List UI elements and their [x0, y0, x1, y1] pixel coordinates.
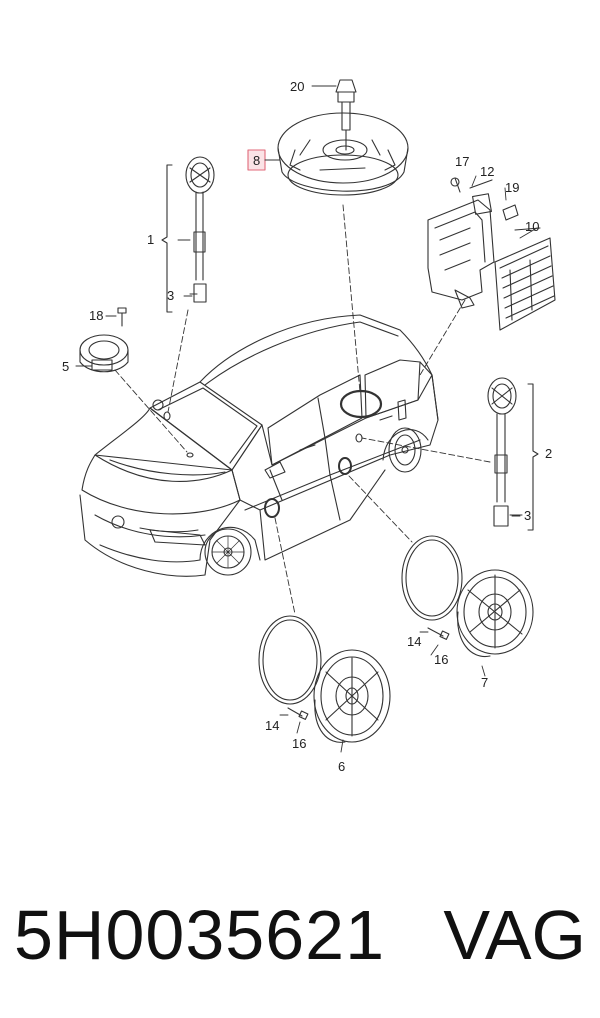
- callout-18: 18: [89, 308, 103, 323]
- door-speaker-mount-rear: [338, 457, 352, 475]
- gasket-ring-14-b: [258, 615, 322, 705]
- callout-10: 10: [525, 219, 539, 234]
- callout-5: 5: [62, 359, 69, 374]
- callout-1: 1: [147, 232, 154, 247]
- car-body: [79, 314, 439, 577]
- subwoofer-mount-outline: [339, 389, 383, 419]
- mid-speaker-5: [75, 334, 129, 373]
- subwoofer-unit: [277, 79, 409, 196]
- callout-14-right: 14: [407, 634, 421, 649]
- callout-3-right: 3: [524, 508, 531, 523]
- door-speaker-mount-front: [264, 498, 280, 518]
- part-number: 5H0035621: [14, 896, 385, 974]
- callout-12: 12: [480, 164, 494, 179]
- callout-14-left: 14: [265, 718, 279, 733]
- callout-16-left: 16: [292, 736, 306, 751]
- callout-20: 20: [290, 79, 304, 94]
- audio-system-exploded-diagram: 20 8 17 12 19 10 1 3 18 5 2 3 14 16 7 14…: [62, 79, 556, 774]
- bracket-1: [161, 164, 173, 313]
- callout-19: 19: [505, 180, 519, 195]
- callout-17: 17: [455, 154, 469, 169]
- door-speaker-7: [456, 569, 534, 658]
- callout-16-right: 16: [434, 652, 448, 667]
- screw-16-a: [427, 627, 450, 640]
- callout-labels: 20 8 17 12 19 10 1 3 18 5 2 3 14 16 7 14…: [62, 79, 552, 774]
- tweeter-front-right: [487, 377, 523, 527]
- callout-2: 2: [545, 446, 552, 461]
- bracket-2: [527, 383, 539, 531]
- callout-8: 8: [253, 153, 260, 168]
- leader-lines: [114, 204, 491, 615]
- door-speaker-6: [313, 649, 391, 743]
- tweeter-front-left: [185, 156, 215, 303]
- gasket-ring-14-a: [401, 535, 463, 621]
- footer: 5H0035621 VAG: [0, 885, 600, 985]
- callout-7: 7: [481, 675, 488, 690]
- screw-16-b: [287, 707, 309, 720]
- callout-3-left: 3: [167, 288, 174, 303]
- amplifier-module: [427, 177, 556, 331]
- screw-18: [105, 307, 127, 327]
- brand-label: VAG: [443, 896, 586, 974]
- callout-6: 6: [338, 759, 345, 774]
